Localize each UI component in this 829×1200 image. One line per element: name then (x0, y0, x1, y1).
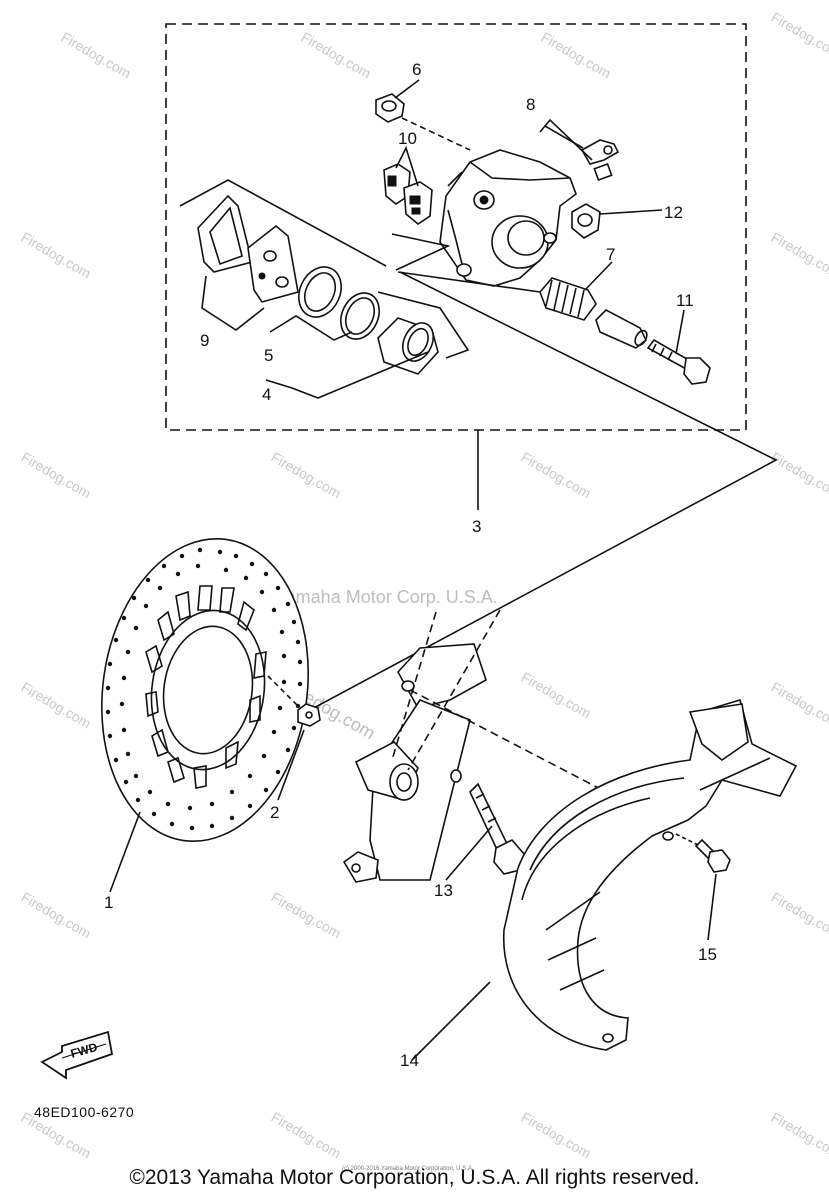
piston-seal-part (298, 266, 381, 340)
leader-line (265, 351, 429, 399)
leader-line (675, 309, 685, 355)
leader-line (267, 675, 301, 709)
leader-line (277, 729, 305, 801)
callout-6: 6 (412, 60, 421, 79)
watermark-text: Firedog.com (269, 1109, 344, 1162)
leader-line (539, 118, 593, 161)
fwd-arrow-icon: FWD (40, 1030, 114, 1080)
watermark-text: Firedog.com (19, 229, 94, 282)
small-copyright-watermark: (c) 2000-2016 Yamaha Motor Corporation, … (342, 1166, 474, 1172)
group-line (377, 291, 470, 359)
cover-screw-part (694, 838, 731, 873)
watermark-text: Firedog.com (269, 449, 344, 502)
leader-line (544, 125, 584, 149)
watermark-text: Firedog.com (769, 449, 829, 502)
watermark-text: Firedog.com (519, 669, 594, 722)
watermark-text: Firedog.com (769, 229, 829, 282)
callout-10: 10 (398, 129, 417, 148)
piston-part (377, 317, 439, 375)
leader-line (401, 117, 471, 151)
source-watermark: Yamaha Motor Corp. U.S.A. (275, 587, 498, 607)
leader-line (675, 833, 701, 847)
watermark-text: Firedog.com (269, 889, 344, 942)
leader-line (394, 79, 420, 99)
callout-8: 8 (526, 95, 535, 114)
leader-line (411, 981, 491, 1061)
callout-4: 4 (262, 385, 271, 404)
brake-disc-part (101, 538, 309, 842)
callout-11: 11 (676, 291, 694, 310)
leader-line (445, 825, 493, 881)
leader-line (395, 145, 419, 187)
leader-line (584, 261, 613, 291)
leader-line (201, 275, 265, 331)
bolt-part (646, 338, 711, 385)
group-line (397, 271, 541, 293)
watermark-text: Firedog.com (299, 29, 374, 82)
watermark-text: Firedog.com (519, 449, 594, 502)
leader-line (269, 315, 353, 341)
disc-cover-part (503, 698, 798, 1051)
watermark-text: Firedog.com (519, 1109, 594, 1162)
group-line (391, 233, 451, 271)
leader-line (407, 609, 501, 771)
sleeve-part (595, 309, 648, 349)
callout-7: 7 (606, 245, 615, 264)
caliper-body (439, 149, 577, 287)
watermark-text: Firedog.com (539, 29, 614, 82)
caliper-assembly-box (165, 23, 747, 431)
watermark-text: Firedog.com (19, 449, 94, 502)
fork-bolt-part (469, 782, 525, 875)
bleed-cap-part (375, 93, 405, 123)
bleed-screw-part (580, 139, 620, 182)
watermark-text: Firedog.com (769, 889, 829, 942)
fork-leg (342, 643, 487, 883)
watermark-text: Firedog.com (19, 679, 94, 732)
callout-5: 5 (264, 346, 273, 365)
callout-3: 3 (472, 517, 481, 536)
boot-part (539, 277, 597, 321)
cap-part (571, 203, 601, 239)
copyright-notice: ©2013 Yamaha Motor Corporation, U.S.A. A… (129, 1166, 700, 1189)
callout-15: 15 (698, 945, 717, 964)
diagram-code: 48ED100-6270 (34, 1104, 134, 1120)
callout-13: 13 (434, 881, 453, 900)
callout-9: 9 (200, 331, 209, 350)
watermark-text: Firedog.com (769, 679, 829, 732)
pad-clip-part (383, 163, 433, 225)
leader-line (707, 873, 717, 941)
callout-2: 2 (270, 803, 279, 822)
watermark-text: Firedog.com (769, 1109, 829, 1162)
callout-12: 12 (664, 203, 683, 222)
pad-group-line (179, 179, 387, 267)
leader-line (309, 451, 778, 711)
leader-line (399, 271, 761, 453)
callout-14: 14 (400, 1051, 419, 1070)
watermark-text: Firedog.com (769, 9, 829, 62)
brake-pad-part (197, 194, 299, 303)
leader-line (599, 209, 663, 215)
disc-bolt-part (297, 703, 321, 727)
watermark-text: Firedog.com (19, 889, 94, 942)
leader-line (109, 811, 141, 893)
watermark-text: Firedog.com (59, 29, 134, 82)
callout-1: 1 (104, 893, 113, 912)
